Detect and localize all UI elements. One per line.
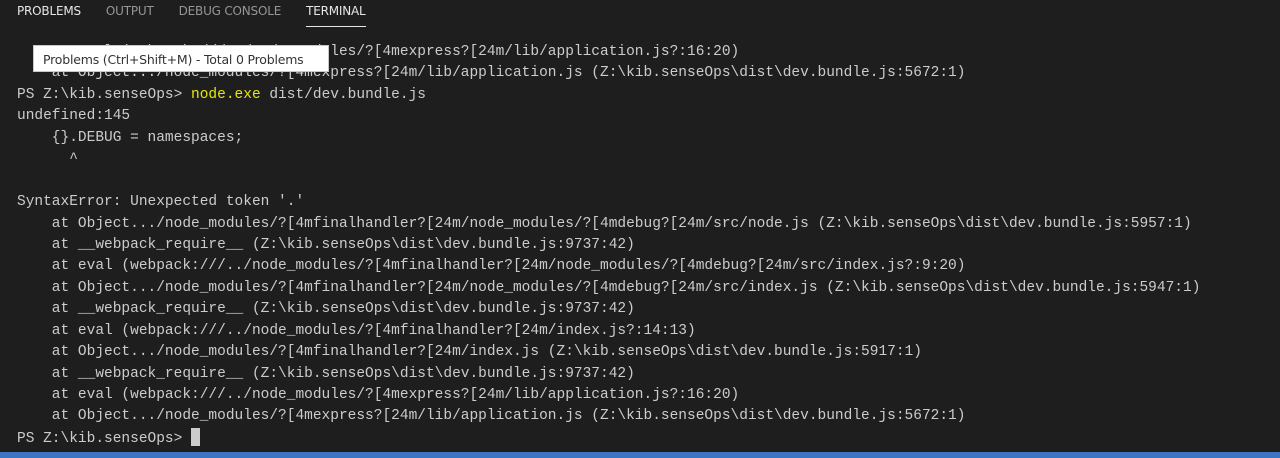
terminal-line: at eval (webpack:///../node_modules/?[4m…: [17, 387, 740, 403]
terminal-line: {}.DEBUG = namespaces;: [17, 129, 244, 146]
status-bar: [0, 452, 1280, 458]
tab-debug-console[interactable]: DEBUG CONSOLE: [178, 4, 282, 18]
terminal-line: at Object.../node_modules/?[4mfinalhandl…: [17, 215, 1192, 232]
command: node.exe: [191, 86, 261, 103]
terminal-line: [17, 171, 1280, 192]
terminal-line: at eval (webpack:///../node_modules/?[4m…: [17, 322, 696, 339]
terminal-line: at Object.../node_modules/?[4mexpress?[2…: [17, 408, 966, 425]
panel-tabs: PROBLEMS OUTPUT DEBUG CONSOLE TERMINAL: [0, 0, 375, 30]
terminal-line: undefined:145: [17, 108, 131, 125]
terminal-output[interactable]: at eval (webpack:///../node_modules/?[4m…: [17, 42, 1280, 449]
tab-output[interactable]: OUTPUT: [105, 4, 154, 18]
terminal-line: at __webpack_require__ (Z:\kib.senseOps\…: [17, 236, 635, 253]
prompt: PS Z:\kib.senseOps>: [17, 86, 192, 103]
problems-tooltip: Problems (Ctrl+Shift+M) - Total 0 Proble…: [33, 45, 329, 72]
tab-terminal[interactable]: TERMINAL: [306, 0, 366, 28]
prompt: PS Z:\kib.senseOps>: [17, 430, 192, 447]
tab-problems[interactable]: PROBLEMS: [17, 4, 81, 18]
terminal-line: at Object.../node_modules/?[4mexpress?[2…: [17, 65, 966, 82]
terminal-line: SyntaxError: Unexpected token '.': [17, 194, 305, 211]
prompt-line: PS Z:\kib.senseOps> node.exe dist/dev.bu…: [17, 85, 1280, 106]
terminal-line: at Object.../node_modules/?[4mfinalhandl…: [17, 279, 1201, 296]
terminal-line: at Object.../node_modules/?[4mfinalhandl…: [17, 344, 922, 361]
terminal-cursor: [191, 427, 201, 446]
terminal-line: at __webpack_require__ (Z:\kib.senseOps\…: [17, 365, 635, 382]
terminal-line: at __webpack_require__ (Z:\kib.senseOps\…: [17, 301, 635, 318]
terminal-line: at eval (webpack:///../node_modules/?[4m…: [17, 258, 966, 275]
command-args: dist/dev.bundle.js: [260, 86, 426, 103]
prompt-line: PS Z:\kib.senseOps>: [17, 427, 1280, 449]
terminal-line: ^: [17, 151, 78, 168]
